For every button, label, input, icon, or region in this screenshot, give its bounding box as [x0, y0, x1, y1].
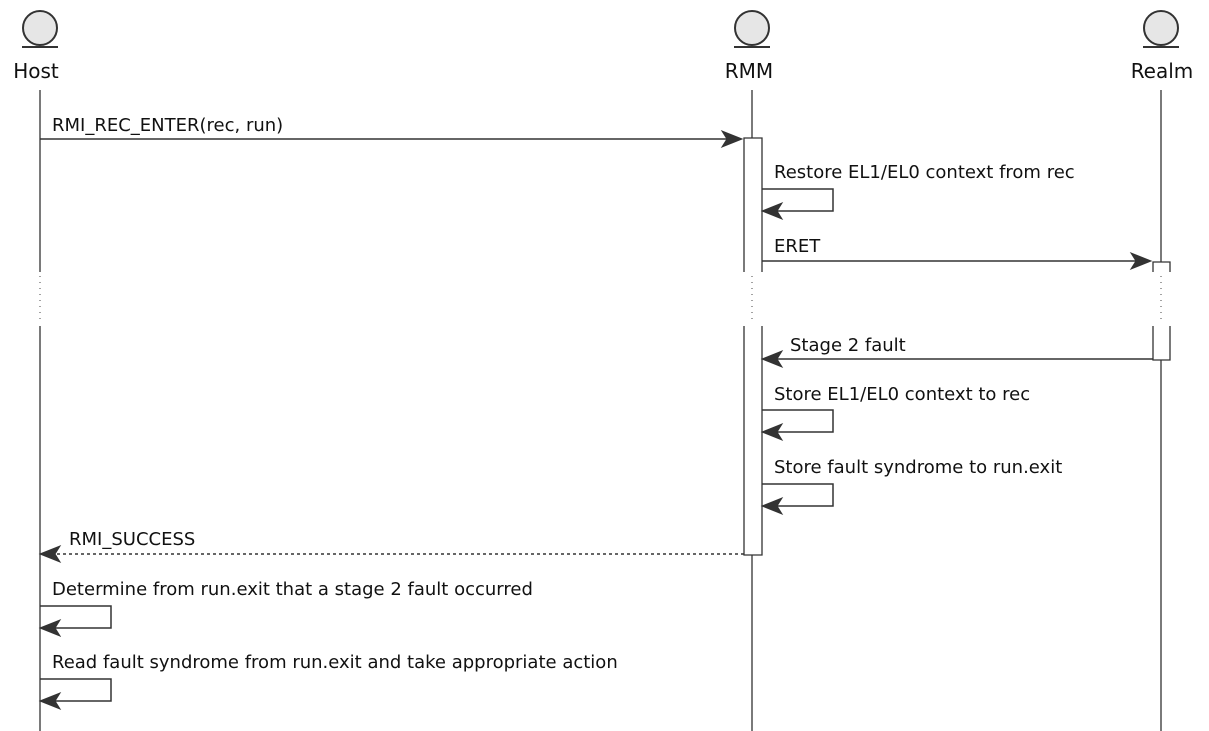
- activation-rmm: [743, 137, 763, 556]
- arrowhead: [38, 544, 62, 564]
- arrowhead: [1129, 251, 1153, 271]
- message-label: Store fault syndrome to run.exit: [774, 457, 1062, 478]
- message-label: Stage 2 fault: [790, 335, 906, 356]
- message-store-syndrome: Store fault syndrome to run.exit: [760, 457, 1062, 516]
- message-eret: ERET: [762, 236, 1153, 271]
- activation-realm: [1152, 261, 1171, 361]
- arrowhead: [760, 201, 784, 221]
- message-label: Determine from run.exit that a stage 2 f…: [52, 579, 533, 600]
- message-label: Store EL1/EL0 context to rec: [774, 384, 1030, 405]
- message-stage2-fault: Stage 2 fault: [760, 335, 1153, 369]
- message-store-context: Store EL1/EL0 context to rec: [760, 384, 1030, 442]
- message-rmi-success: RMI_SUCCESS: [38, 529, 744, 564]
- arrowhead: [760, 422, 784, 442]
- arrowhead: [760, 349, 784, 369]
- message-rmi-rec-enter: RMI_REC_ENTER(rec, run): [40, 115, 744, 149]
- message-label: RMI_SUCCESS: [69, 529, 195, 550]
- host-label: Host: [13, 59, 59, 83]
- arrowhead: [38, 618, 62, 638]
- participant-realm: Realm: [1131, 10, 1194, 83]
- message-determine-fault: Determine from run.exit that a stage 2 f…: [38, 579, 533, 638]
- rmm-actor-icon: [734, 10, 770, 46]
- host-actor-icon: [22, 10, 58, 46]
- realm-label: Realm: [1131, 59, 1194, 83]
- rmm-label: RMM: [725, 59, 773, 83]
- arrowhead: [720, 129, 744, 149]
- message-read-syndrome: Read fault syndrome from run.exit and ta…: [38, 652, 618, 711]
- participant-host: Host: [13, 10, 59, 83]
- message-label: ERET: [774, 236, 821, 257]
- message-label: RMI_REC_ENTER(rec, run): [52, 115, 283, 136]
- arrowhead: [38, 691, 62, 711]
- message-restore-context: Restore EL1/EL0 context from rec: [760, 162, 1075, 221]
- realm-actor-icon: [1143, 10, 1179, 46]
- message-label: Restore EL1/EL0 context from rec: [774, 162, 1075, 183]
- participant-rmm: RMM: [725, 10, 773, 83]
- arrowhead: [760, 496, 784, 516]
- message-label: Read fault syndrome from run.exit and ta…: [52, 652, 618, 673]
